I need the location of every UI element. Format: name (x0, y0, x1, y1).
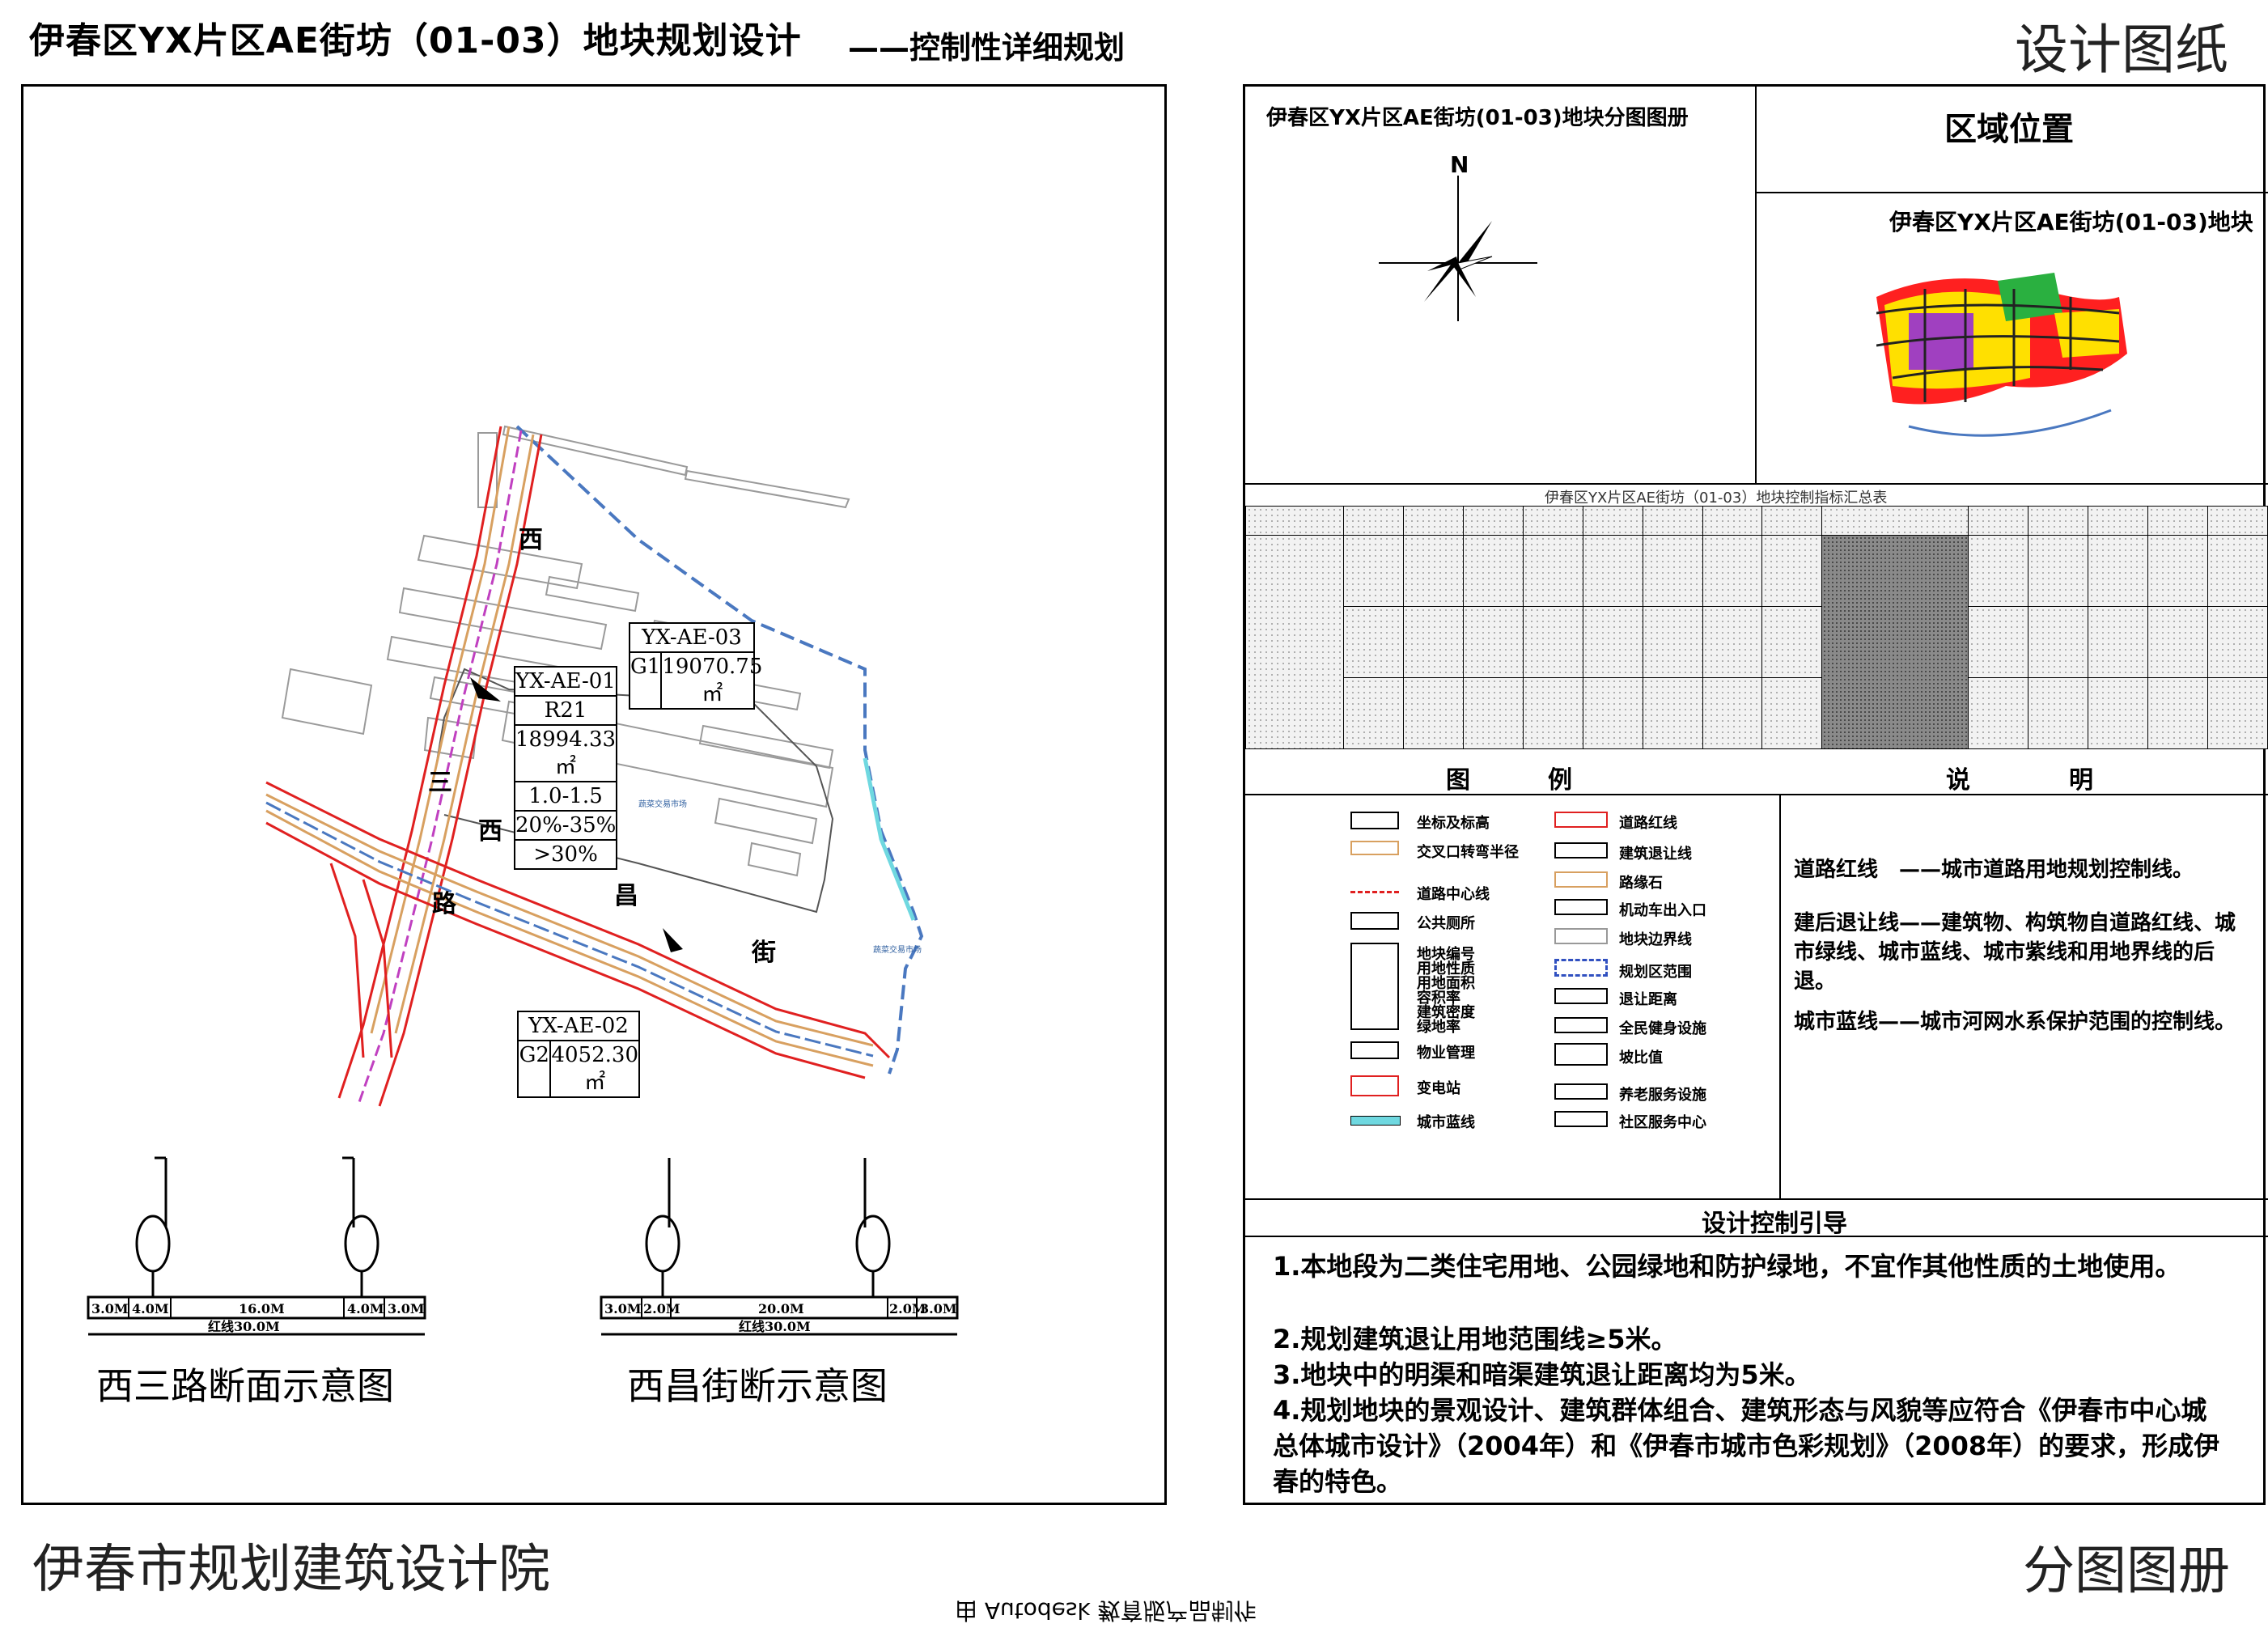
parcel-01-label: YX-AE-01 R21 18994.33㎡ 1.0-1.5 20%-35% >… (514, 666, 617, 870)
svg-text:红线30.0M: 红线30.0M (739, 1319, 811, 1334)
section-caption-left: 西三路断面示意图 (96, 1364, 394, 1408)
svg-text:4.0M: 4.0M (132, 1301, 169, 1316)
cross-section-drawings: 3.0M 4.0M 16.0M 4.0M 3.0M 红线30.0M 3.0M 2… (87, 1156, 959, 1336)
legend-heading-2: 例 (1548, 766, 1572, 795)
guide-item-3: 3.地块中的明渠和暗渠建筑退让距离均为5米。 (1273, 1359, 1811, 1390)
note-setback-line: 建后退让线——建筑物、构筑物自道路红线、城市绿线、城市蓝线、城市紫线和用地界线的… (1794, 911, 2236, 994)
svg-text:红线30.0M: 红线30.0M (208, 1319, 280, 1334)
parcel-arrow-icon (470, 677, 501, 702)
svg-text:蔬菜交易市场: 蔬菜交易市场 (873, 944, 922, 955)
atlas-label: 分图图册 (2023, 1541, 2230, 1601)
svg-text:3.0M: 3.0M (920, 1301, 957, 1316)
svg-text:16.0M: 16.0M (239, 1301, 285, 1316)
location-map (1876, 273, 2127, 437)
drawing-subtitle: ——控制性详细规划 (848, 30, 1126, 66)
svg-text:3.0M: 3.0M (604, 1301, 642, 1316)
svg-text:20.0M: 20.0M (758, 1301, 804, 1316)
svg-text:路: 路 (432, 890, 457, 918)
svg-text:三: 三 (428, 769, 452, 797)
svg-text:2.0M: 2.0M (889, 1301, 926, 1316)
legend-heading-1: 图 (1446, 766, 1470, 795)
svg-text:2.0M: 2.0M (643, 1301, 680, 1316)
svg-text:昌: 昌 (614, 882, 638, 910)
note-red-line: 道路红线 ——城市道路用地规划控制线。 (1794, 858, 2194, 882)
guide-item-4: 4.规划地块的景观设计、建筑群体组合、建筑形态与风貌等应符合《伊春市中心城总体城… (1273, 1395, 2220, 1497)
svg-text:3.0M: 3.0M (91, 1301, 129, 1316)
section-caption-right: 西昌街断示意图 (627, 1364, 888, 1408)
location-subtitle: 伊春区YX片区AE街坊(01-03)地块 (1889, 209, 2253, 235)
site-plan-drawing: 西 三 路 西 昌 街 蔬菜交易市场 蔬菜交易市场 (265, 425, 924, 1107)
svg-text:4.0M: 4.0M (347, 1301, 384, 1316)
note-blue-line: 城市蓝线——城市河网水系保护范围的控制线。 (1794, 1010, 2236, 1034)
svg-text:3.0M: 3.0M (388, 1301, 425, 1316)
institute-name: 伊春市规划建筑设计院 (32, 1540, 550, 1600)
north-arrow-icon: N (1379, 151, 1537, 321)
autodesk-watermark: 由 Autodesk 教育版产品制作 (955, 1597, 1257, 1624)
guide-item-1: 1.本地段为二类住宅用地、公园绿地和防护绿地，不宜作其他性质的土地使用。 (1273, 1251, 2181, 1282)
street-char: 西 (519, 526, 543, 554)
location-title: 区域位置 (1944, 111, 2074, 148)
indicator-table-title: 伊春区YX片区AE街坊（01-03）地块控制指标汇总表 (1545, 490, 1888, 507)
guide-item-2: 2.规划建筑退让用地范围线≥5米。 (1273, 1324, 1677, 1355)
svg-text:N: N (1450, 151, 1469, 178)
indicator-table (1245, 506, 2268, 749)
sheet-frame: 伊春区YX片区AE街坊(01-03)地块分图图册 区域位置 伊春区YX片区AE街… (1243, 84, 2268, 1505)
sheet-type-label: 设计图纸 (2015, 19, 2228, 81)
notes-heading-1: 说 (1946, 766, 1970, 795)
drawing-title: 伊春区YX片区AE街坊（01-03）地块规划设计 (29, 20, 802, 61)
notes-heading-2: 明 (2069, 766, 2093, 795)
svg-text:西: 西 (478, 817, 502, 846)
plan-frame: 西 三 路 西 昌 街 蔬菜交易市场 蔬菜交易市场 YX-AE-01 R21 1… (21, 84, 1167, 1505)
svg-text:街: 街 (751, 939, 776, 967)
atlas-title: 伊春区YX片区AE街坊(01-03)地块分图图册 (1266, 106, 1689, 130)
market-label: 蔬菜交易市场 (638, 799, 687, 809)
guide-title: 设计控制引导 (1702, 1210, 1847, 1238)
